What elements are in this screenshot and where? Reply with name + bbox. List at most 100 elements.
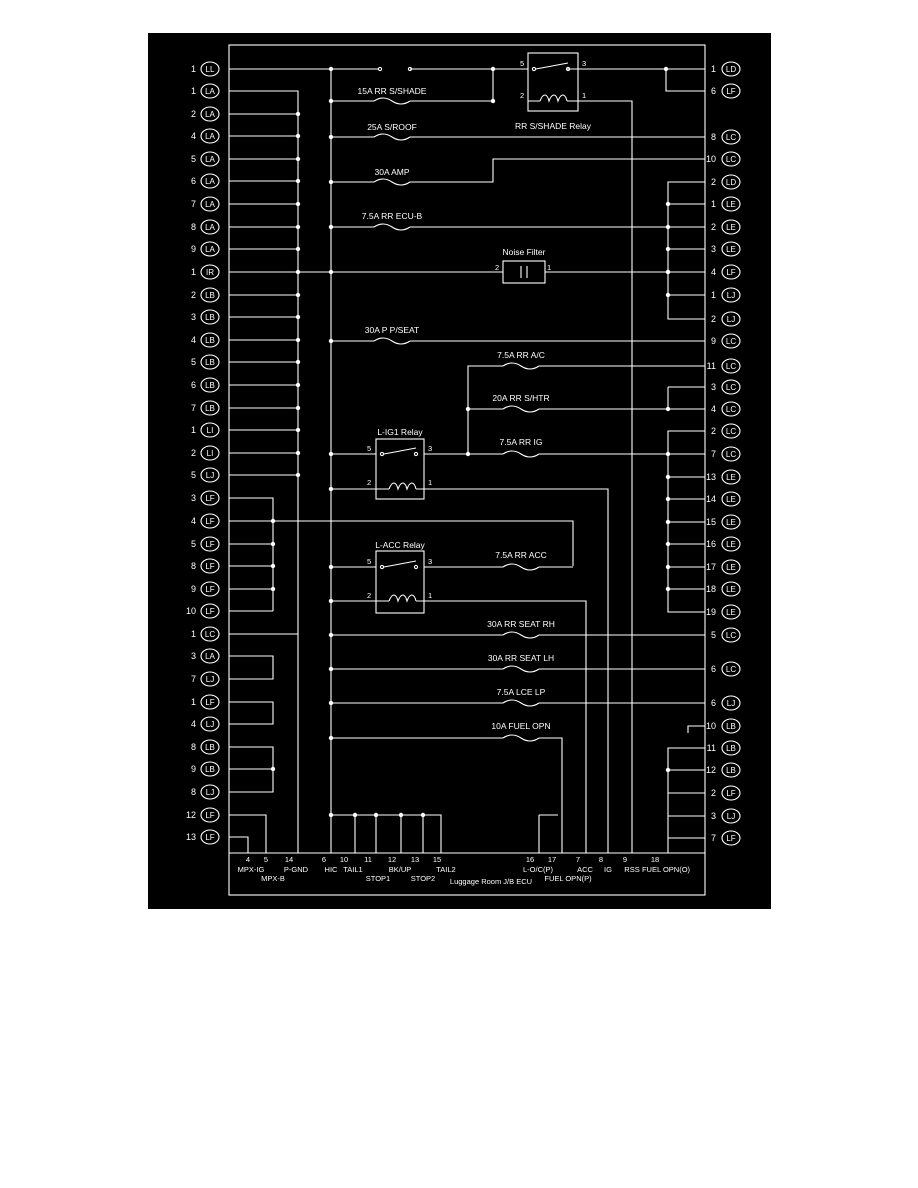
fuse (373, 178, 411, 186)
svg-text:LC: LC (726, 450, 736, 459)
fuse (373, 97, 411, 105)
svg-text:LA: LA (205, 245, 215, 254)
svg-text:LB: LB (205, 358, 215, 367)
svg-text:6: 6 (711, 664, 716, 674)
wire (331, 814, 442, 853)
svg-text:LC: LC (205, 630, 215, 639)
svg-text:8: 8 (191, 787, 196, 797)
svg-text:TAIL2: TAIL2 (436, 865, 455, 874)
svg-text:RSS: RSS (624, 865, 639, 874)
fuse (502, 450, 540, 458)
svg-text:STOP2: STOP2 (411, 874, 435, 883)
svg-text:1: 1 (191, 64, 196, 74)
svg-text:LA: LA (205, 132, 215, 141)
noise-filter-pin: 1 (547, 263, 551, 272)
svg-text:13: 13 (411, 855, 419, 864)
right-connector: 8 LC (711, 129, 741, 145)
svg-text:4: 4 (191, 719, 196, 729)
right-connector: 7 LC (711, 446, 741, 462)
wire (687, 725, 705, 733)
svg-text:LJ: LJ (727, 315, 735, 324)
svg-text:LE: LE (726, 495, 736, 504)
svg-text:IG: IG (604, 865, 612, 874)
svg-text:3: 3 (711, 811, 716, 821)
svg-text:LJ: LJ (206, 720, 214, 729)
svg-text:BK/UP: BK/UP (389, 865, 412, 874)
svg-text:8: 8 (191, 561, 196, 571)
svg-text:8: 8 (711, 132, 716, 142)
svg-text:6: 6 (191, 380, 196, 390)
relay-l-acc (375, 550, 425, 614)
svg-text:17: 17 (548, 855, 556, 864)
svg-text:LC: LC (726, 383, 736, 392)
svg-text:LC: LC (726, 631, 736, 640)
svg-text:9: 9 (191, 764, 196, 774)
fuse-label: 7.5A RR IG (500, 437, 543, 447)
ecu-title: Luggage Room J/B ECU (450, 877, 532, 886)
svg-text:LJ: LJ (206, 788, 214, 797)
svg-text:LC: LC (726, 337, 736, 346)
svg-text:1: 1 (711, 199, 716, 209)
wire (229, 701, 274, 725)
svg-text:11: 11 (364, 855, 372, 864)
svg-text:LD: LD (726, 178, 736, 187)
relay-label: L-ACC Relay (375, 540, 425, 550)
svg-text:ACC: ACC (577, 865, 593, 874)
relay-label: L-IG1 Relay (377, 427, 423, 437)
wire (538, 814, 558, 853)
svg-text:12: 12 (186, 810, 196, 820)
svg-text:18: 18 (706, 584, 716, 594)
svg-text:12: 12 (388, 855, 396, 864)
svg-text:7: 7 (711, 449, 716, 459)
svg-text:LB: LB (205, 313, 215, 322)
svg-text:LA: LA (205, 177, 215, 186)
fuse-label: 30A AMP (375, 167, 410, 177)
svg-text:LE: LE (726, 518, 736, 527)
fuse (502, 734, 540, 742)
ecu-terminal: 16L-O/C(P) (523, 855, 554, 874)
svg-text:7: 7 (191, 403, 196, 413)
left-connector: 8 LJ (191, 784, 220, 800)
svg-text:LC: LC (726, 133, 736, 142)
relay-rr-sshade (527, 52, 579, 112)
svg-text:LA: LA (205, 87, 215, 96)
svg-text:1: 1 (711, 64, 716, 74)
svg-text:LC: LC (726, 362, 736, 371)
ecu-terminal: 14P-GND (284, 855, 309, 874)
svg-text:LB: LB (205, 765, 215, 774)
wire (331, 453, 609, 853)
svg-text:LJ: LJ (727, 291, 735, 300)
left-connector: 4 LJ (191, 716, 220, 732)
fuse (502, 631, 540, 639)
relay-pin: 2 (520, 91, 524, 100)
svg-text:FUEL OPN(P): FUEL OPN(P) (544, 874, 592, 883)
noise-filter-pin: 2 (495, 263, 499, 272)
junction-block-outline (228, 44, 706, 896)
svg-text:LJ: LJ (727, 812, 735, 821)
wire (667, 747, 705, 853)
ecu-terminal: 8IG (599, 855, 612, 874)
svg-text:10: 10 (706, 154, 716, 164)
